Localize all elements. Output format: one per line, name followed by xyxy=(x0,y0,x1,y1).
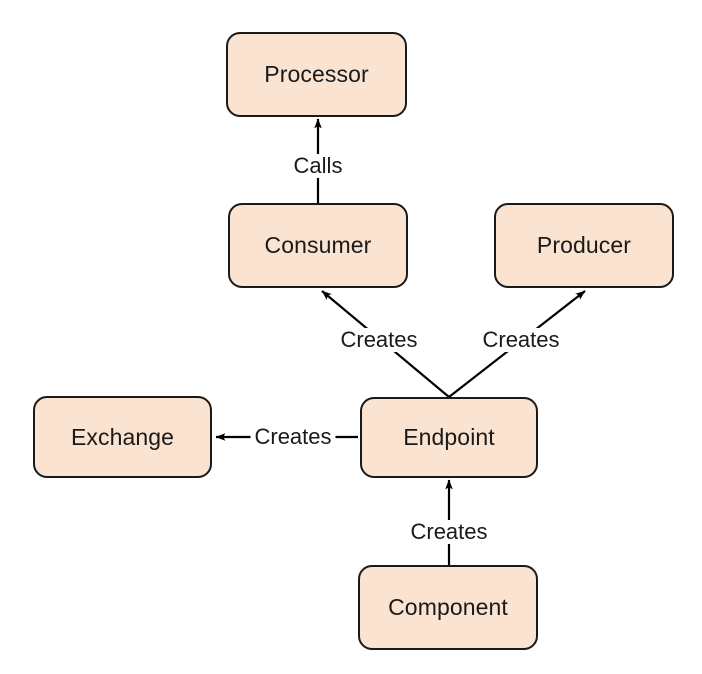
node-endpoint-label: Endpoint xyxy=(403,424,495,450)
node-processor-label: Processor xyxy=(264,61,369,87)
node-exchange-label: Exchange xyxy=(70,423,175,450)
node-consumer-label: Consumer xyxy=(264,232,372,258)
edge-label-creates-exchange: Creates xyxy=(250,425,336,449)
node-processor[interactable]: Processor xyxy=(226,32,407,117)
edge-label-creates-endpoint: Creates xyxy=(406,520,492,544)
edge-label-calls: Calls xyxy=(289,154,347,178)
node-endpoint[interactable]: Endpoint xyxy=(360,397,538,478)
node-producer-label: Producer xyxy=(536,232,632,258)
edge-label-creates-producer: Creates xyxy=(478,328,564,352)
node-consumer[interactable]: Consumer xyxy=(228,203,408,288)
node-component[interactable]: Component xyxy=(358,565,538,650)
edge-label-creates-consumer: Creates xyxy=(336,328,422,352)
node-component-label: Component xyxy=(388,594,508,620)
node-exchange[interactable]: Exchange xyxy=(33,396,212,478)
node-producer[interactable]: Producer xyxy=(494,203,674,288)
